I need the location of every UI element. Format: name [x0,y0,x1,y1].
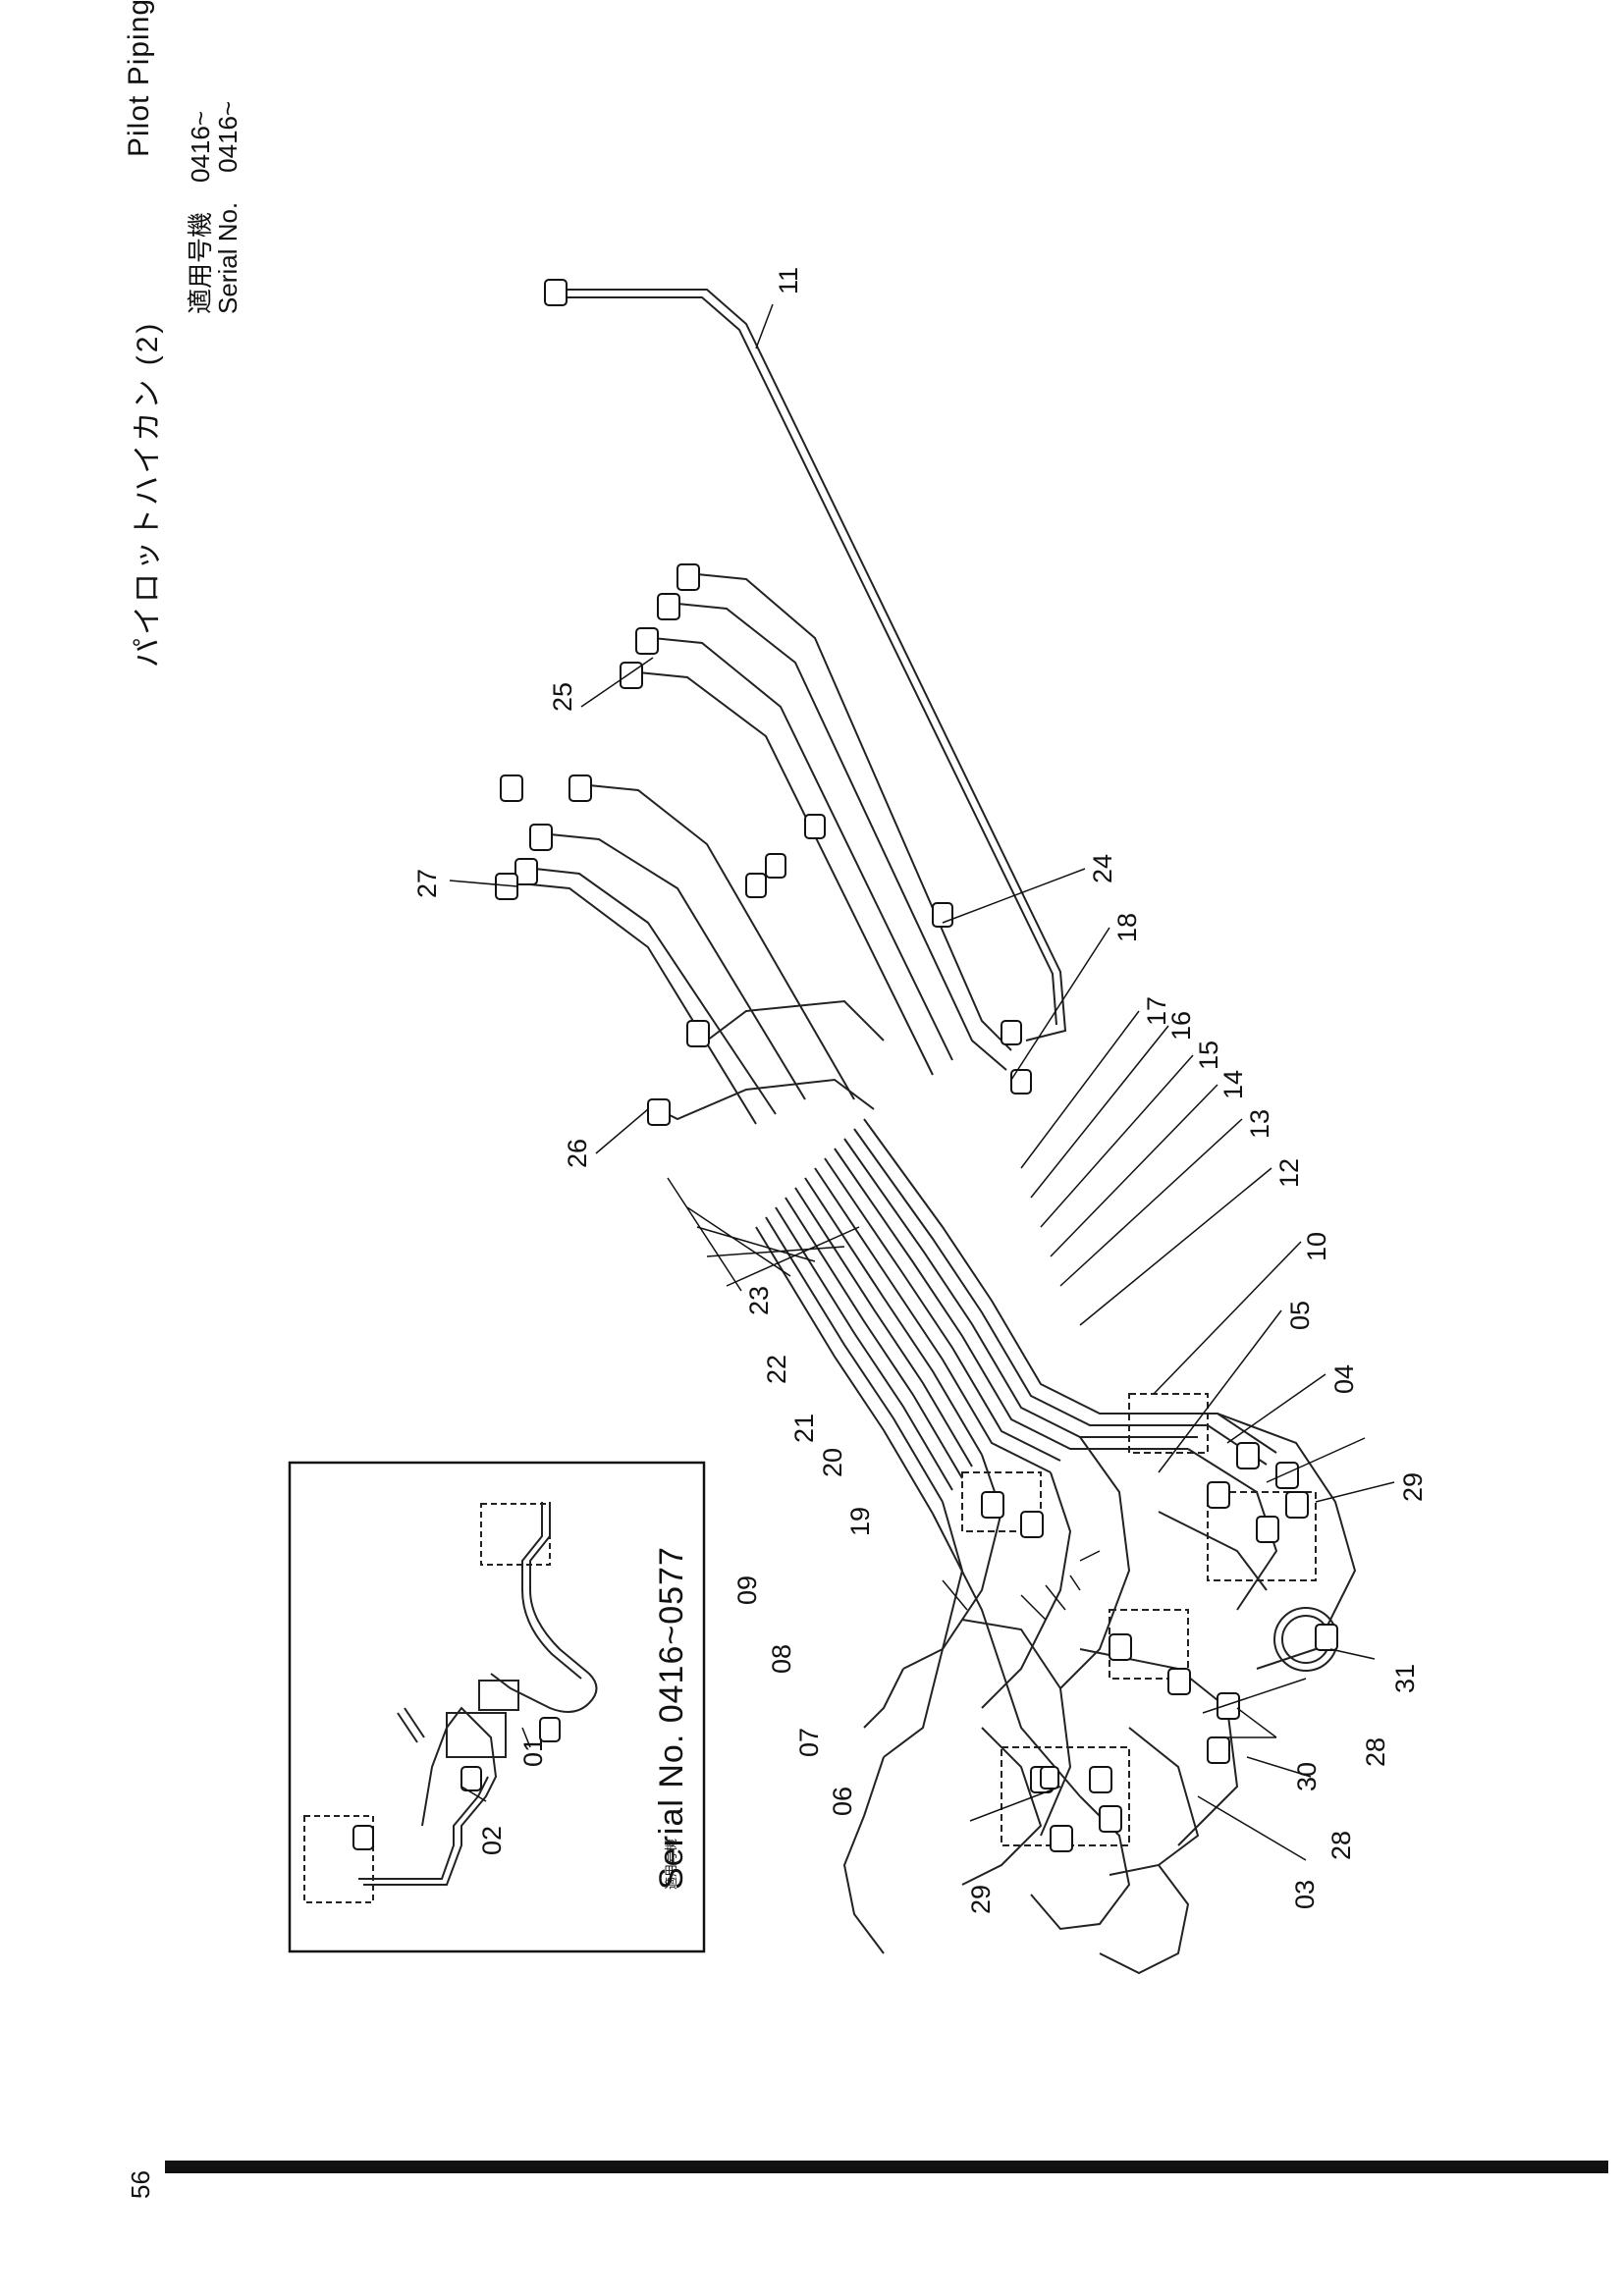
callout-05: 05 [1285,1301,1315,1330]
callout-28b: 28 [1326,1831,1356,1860]
callout-29a: 29 [1398,1472,1428,1502]
callout-25: 25 [548,682,577,712]
callout-08: 08 [767,1644,796,1674]
callout-28a: 28 [1361,1737,1390,1767]
leader-lines [449,303,1395,1861]
callout-04: 04 [1329,1364,1359,1394]
callout-12: 12 [1274,1158,1304,1188]
callout-15: 15 [1194,1041,1223,1070]
callout-06: 06 [828,1787,857,1816]
callout-18: 18 [1112,913,1142,942]
callout-26: 26 [563,1139,592,1168]
callout-30: 30 [1292,1762,1322,1791]
callout-27: 27 [412,869,442,898]
callout-01: 01 [518,1737,548,1767]
callout-labels: 11 25 27 26 24 18 17 16 15 14 13 12 10 0… [412,267,1428,1914]
fittings [352,279,1338,1852]
callout-14: 14 [1218,1070,1248,1099]
pipe-group [303,289,1357,1975]
callout-22: 22 [762,1355,791,1384]
callout-03: 03 [1290,1880,1320,1909]
callout-02: 02 [477,1826,507,1855]
callout-16: 16 [1166,1011,1196,1041]
footer-rule [165,2161,1608,2173]
callout-21: 21 [789,1414,819,1443]
callout-13: 13 [1245,1109,1274,1139]
callout-20: 20 [818,1448,847,1477]
callout-09: 09 [732,1575,762,1605]
inset-piping [303,1502,598,1903]
callout-19: 19 [845,1507,875,1536]
callout-11: 11 [774,267,803,294]
callout-31: 31 [1390,1664,1420,1693]
callout-23: 23 [744,1286,774,1315]
callout-24: 24 [1088,854,1117,883]
callout-07: 07 [794,1728,824,1757]
callout-17: 17 [1142,996,1171,1026]
callout-10: 10 [1302,1232,1331,1261]
callout-29b: 29 [966,1885,996,1914]
inset-frame [288,1461,706,1953]
